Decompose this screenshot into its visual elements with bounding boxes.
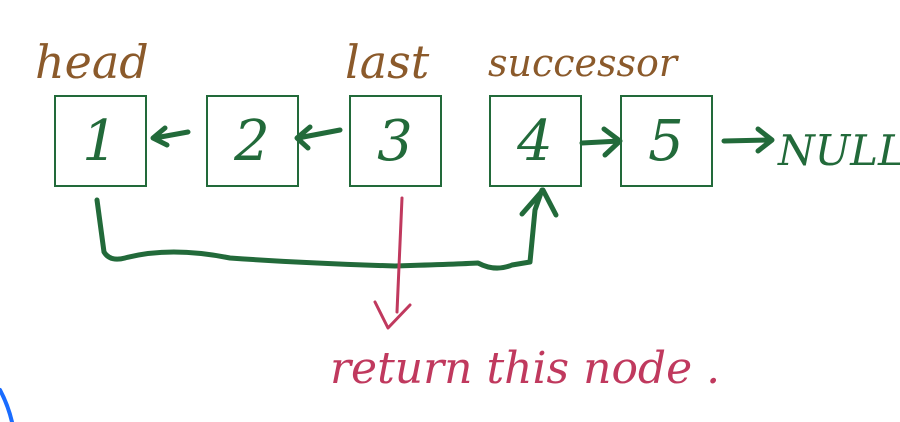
node-value: 3 (377, 109, 413, 174)
node-value: 2 (233, 109, 270, 174)
head-to-successor-connector (94, 187, 545, 271)
node-2: 2 (206, 95, 299, 187)
return-arrow-shaft (395, 196, 404, 314)
last-label: last (345, 35, 430, 89)
arrow-2-to-1-icon (150, 125, 191, 148)
arrow-3-to-2-icon (294, 124, 343, 151)
node-4: 4 (489, 95, 582, 187)
node-value: 4 (516, 109, 553, 174)
arrow-4-to-5-icon (579, 126, 623, 158)
node-value: 5 (648, 109, 684, 174)
arrow-up-icon (519, 187, 559, 218)
blue-arc-fragment (0, 388, 14, 422)
node-3: 3 (349, 95, 442, 187)
node-5: 5 (620, 95, 713, 187)
node-value: 1 (82, 109, 118, 174)
null-label: NULL (777, 126, 900, 175)
return-note: return this node . (330, 343, 720, 394)
head-label: head (35, 35, 149, 89)
arrow-down-icon (373, 300, 412, 330)
node-1: 1 (54, 95, 147, 187)
successor-label: successor (488, 41, 680, 85)
arrow-5-to-null-icon (721, 126, 775, 154)
